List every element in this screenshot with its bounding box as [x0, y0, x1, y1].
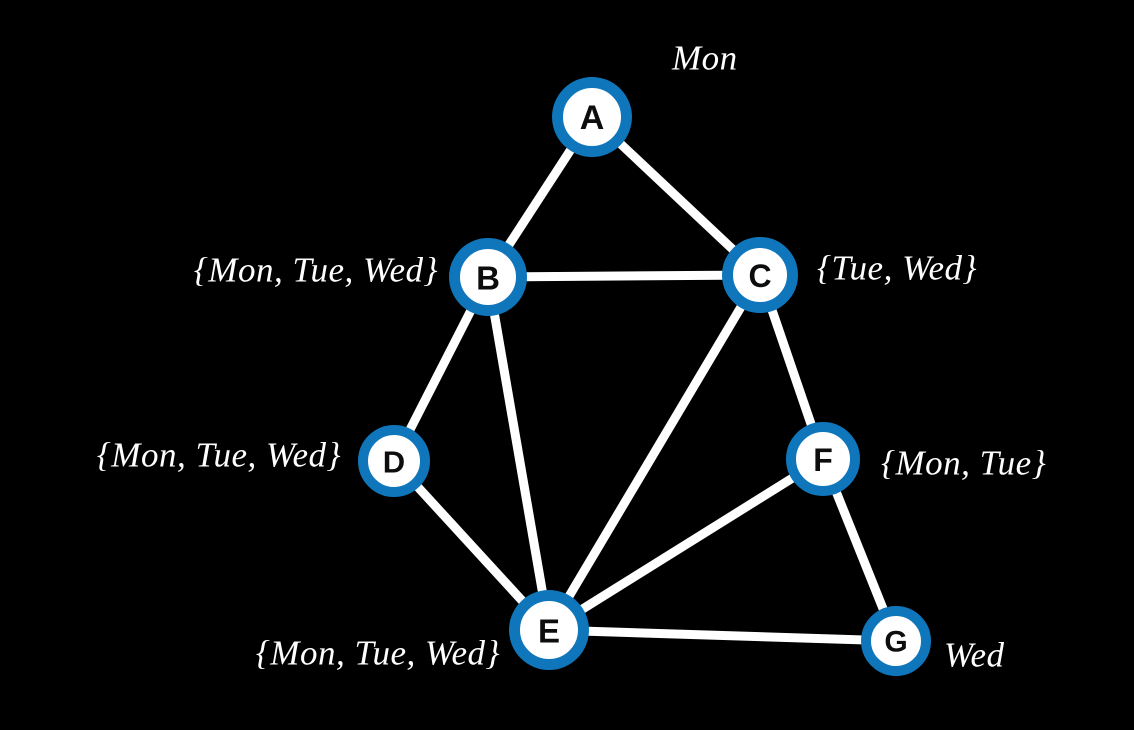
node-e[interactable]: E	[509, 590, 589, 670]
node-b[interactable]: B	[449, 238, 527, 316]
edge-b-c	[483, 270, 765, 282]
node-circle-a	[552, 77, 632, 157]
node-circle-b	[449, 238, 527, 316]
domain-label-d: {Mon, Tue, Wed}	[96, 435, 341, 475]
node-f[interactable]: F	[786, 422, 860, 496]
node-d[interactable]: D	[358, 425, 430, 497]
node-label-g: G	[884, 626, 907, 659]
node-g[interactable]: G	[861, 606, 931, 676]
edge-e-g	[544, 625, 901, 646]
domain-label-f: {Mon, Tue}	[881, 443, 1047, 483]
domain-label-a: Mon	[672, 38, 738, 78]
node-circle-d	[358, 425, 430, 497]
edge-c-e	[544, 270, 765, 635]
node-label-c: C	[748, 258, 771, 294]
node-layer: A B C D E F G	[358, 77, 931, 676]
node-circle-c	[722, 237, 798, 313]
domain-label-c: {Tue, Wed}	[817, 248, 978, 288]
edge-layer	[389, 112, 901, 646]
node-c[interactable]: C	[722, 237, 798, 313]
node-label-f: F	[813, 442, 833, 478]
node-a[interactable]: A	[552, 77, 632, 157]
node-circle-f	[786, 422, 860, 496]
node-circle-e	[509, 590, 589, 670]
edge-b-e	[483, 272, 554, 635]
node-label-d: D	[383, 445, 405, 480]
domain-label-e: {Mon, Tue, Wed}	[255, 633, 500, 673]
node-label-e: E	[538, 613, 560, 650]
node-label-b: B	[476, 260, 500, 297]
edge-e-f	[544, 454, 828, 635]
domain-label-g: Wed	[944, 635, 1005, 675]
node-circle-g	[861, 606, 931, 676]
node-label-a: A	[580, 99, 605, 137]
domain-label-b: {Mon, Tue, Wed}	[193, 250, 438, 290]
